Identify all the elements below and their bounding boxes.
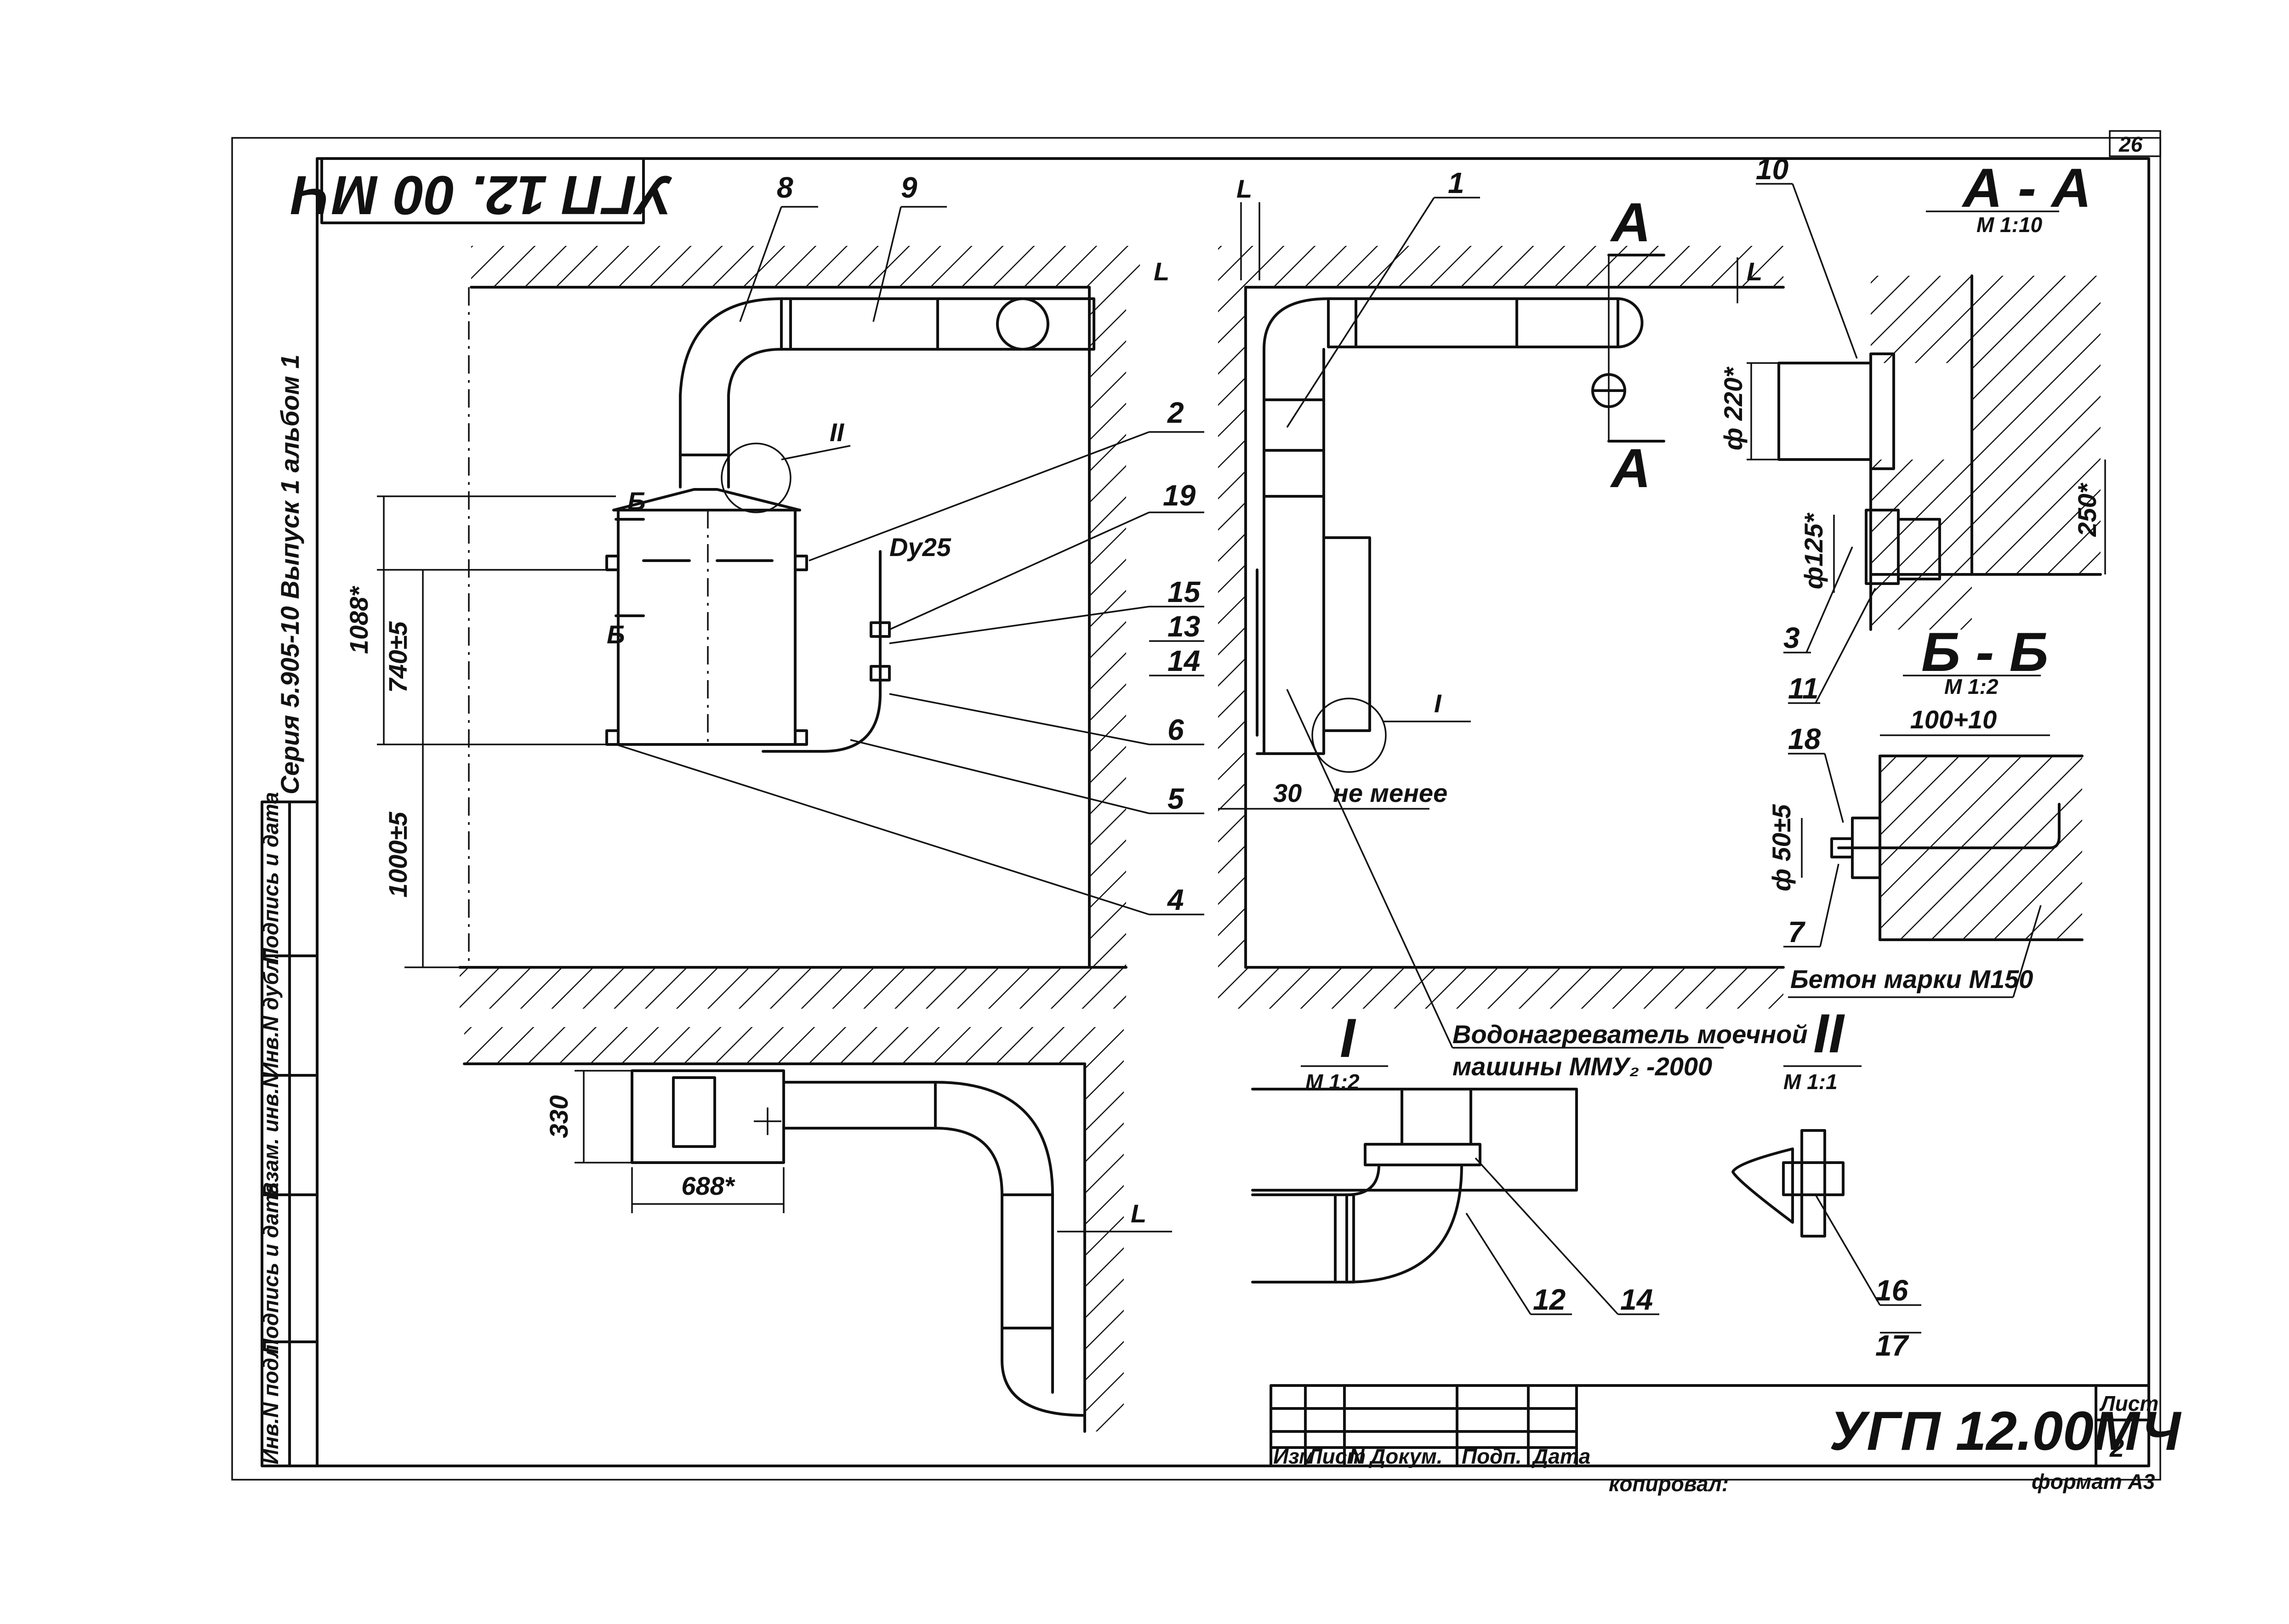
side-stamp-inv: Инв.N подл. (259, 1339, 283, 1464)
section-bb: Б - Б М 1:2 100+10 ф 50±5 18 7 Бетон мар… (1767, 621, 2084, 998)
front-view: 1088* 740±5 1000±5 Dy25 Б Б II (344, 246, 1140, 1009)
dim-330: 330 (544, 1095, 573, 1138)
callout-11: 11 (1788, 672, 1818, 705)
side-stamp-sign1: Подпись и дата (259, 1183, 283, 1354)
dim-dy25: Dy25 (889, 533, 951, 562)
mark-L-front: L (1154, 257, 1169, 286)
detail-2: II М 1:1 16 17 (1731, 1003, 1921, 1362)
format-label: формат А3 (2032, 1470, 2155, 1493)
callout-14: 14 (1167, 644, 1200, 677)
callout-3: 3 (1783, 621, 1800, 654)
dim-688: 688* (681, 1171, 735, 1200)
plan-view: 330 688* L (463, 1027, 1172, 1433)
callout-5: 5 (1167, 782, 1184, 815)
callout-10: 10 (1756, 153, 1788, 186)
note-heater-1: Водонагреватель моечной (1452, 1020, 1808, 1049)
title-block: Изм Лист N Докум. Подп. Дата УГП 12.00МЧ… (1270, 1384, 2182, 1496)
tb-sheet-label: Лист (2099, 1391, 2158, 1415)
dim-1088: 1088* (344, 586, 373, 654)
callout-2: 2 (1167, 396, 1184, 429)
tb-stamp-code: УГП 12.00МЧ (1829, 1400, 2182, 1462)
callout-17: 17 (1875, 1329, 1910, 1362)
callout-14b: 14 (1620, 1283, 1653, 1316)
side-view: А А L L 1 I 30 не менее Водонагреватель … (1218, 166, 1808, 1081)
side-stamp-dubl: Инв.N дубл. (259, 953, 283, 1078)
series-text: Серия 5.905-10 Выпуск 1 альбом 1 (275, 354, 304, 795)
front-callouts: 8 9 2 19 15 13 14 6 5 4 L (615, 171, 1204, 916)
dim-phi125: ф125* (1799, 512, 1828, 589)
section-b-top: Б (627, 487, 646, 516)
detail-2-title: II (1813, 1003, 1845, 1064)
section-aa-title: А - А (1961, 157, 2091, 219)
copied-by: копировал: (1609, 1472, 1729, 1496)
dim-30: 30 (1273, 778, 1302, 807)
callout-15: 15 (1167, 575, 1201, 608)
side-stamp-sign2: Подпись и дата (259, 792, 283, 964)
callout-4: 4 (1167, 883, 1184, 916)
section-a-bottom: А (1610, 437, 1651, 499)
tb-col-ndoc: N Докум. (1349, 1444, 1443, 1468)
dim-740: 740±5 (383, 621, 412, 693)
detail-mark-2: II (830, 418, 845, 447)
section-aa: А - А М 1:10 ф 220* ф125* 250* 10 3 11 (1719, 153, 2106, 705)
section-a-top: А (1610, 192, 1651, 253)
stamp-rotated: УГП 12. 00 МЧ (290, 164, 674, 226)
callout-9: 9 (901, 171, 917, 204)
callout-8: 8 (777, 171, 793, 204)
detail-mark-1: I (1434, 689, 1442, 718)
dim-1000: 1000±5 (383, 812, 412, 897)
tb-col-data: Дата (1531, 1444, 1590, 1468)
dim-not-less: не менее (1333, 778, 1447, 807)
note-heater-2: машины ММУ₂ -2000 (1452, 1052, 1712, 1081)
callout-13: 13 (1167, 610, 1200, 643)
side-stamp-vzam: Взам. инв.N (259, 1072, 283, 1197)
dim-phi220: ф 220* (1719, 367, 1748, 451)
corner-number: 26 (2118, 132, 2143, 156)
callout-7: 7 (1788, 915, 1806, 948)
callout-16: 16 (1875, 1274, 1908, 1307)
detail-1: I М 1:2 12 14 (1251, 1007, 1659, 1316)
detail-2-scale: М 1:1 (1783, 1070, 1838, 1094)
note-concrete: Бетон марки М150 (1790, 965, 2033, 994)
section-aa-scale: М 1:10 (1976, 213, 2043, 237)
sheet-outer-frame (231, 137, 2161, 1481)
side-stamp: Инв.N подл. Подпись и дата Взам. инв.N И… (259, 792, 319, 1467)
section-bb-scale: М 1:2 (1944, 675, 1999, 698)
callout-18: 18 (1788, 722, 1821, 755)
mark-L-plan: L (1131, 1199, 1146, 1228)
corner-number-box (2109, 130, 2161, 157)
callout-6: 6 (1167, 713, 1184, 746)
dim-phi50: ф 50±5 (1767, 804, 1796, 891)
tb-col-izm: Изм (1273, 1444, 1315, 1468)
section-b-bottom: Б (607, 620, 625, 649)
dim-100: 100+10 (1910, 705, 1997, 734)
callout-19: 19 (1163, 479, 1196, 512)
callout-1: 1 (1448, 166, 1464, 199)
dim-250: 250* (2073, 483, 2101, 537)
tb-col-list: Лист (1306, 1444, 1366, 1468)
section-bb-title: Б - Б (1921, 621, 2049, 683)
detail-1-title: I (1340, 1007, 1356, 1069)
callout-12: 12 (1533, 1283, 1566, 1316)
tb-sheet-number: 2 (2109, 1433, 2124, 1462)
tb-col-podp: Подп. (1462, 1444, 1522, 1468)
mark-L-side: L (1236, 174, 1252, 203)
stamp-rotated-box (320, 157, 645, 224)
mark-L-side-right: L (1747, 257, 1762, 286)
